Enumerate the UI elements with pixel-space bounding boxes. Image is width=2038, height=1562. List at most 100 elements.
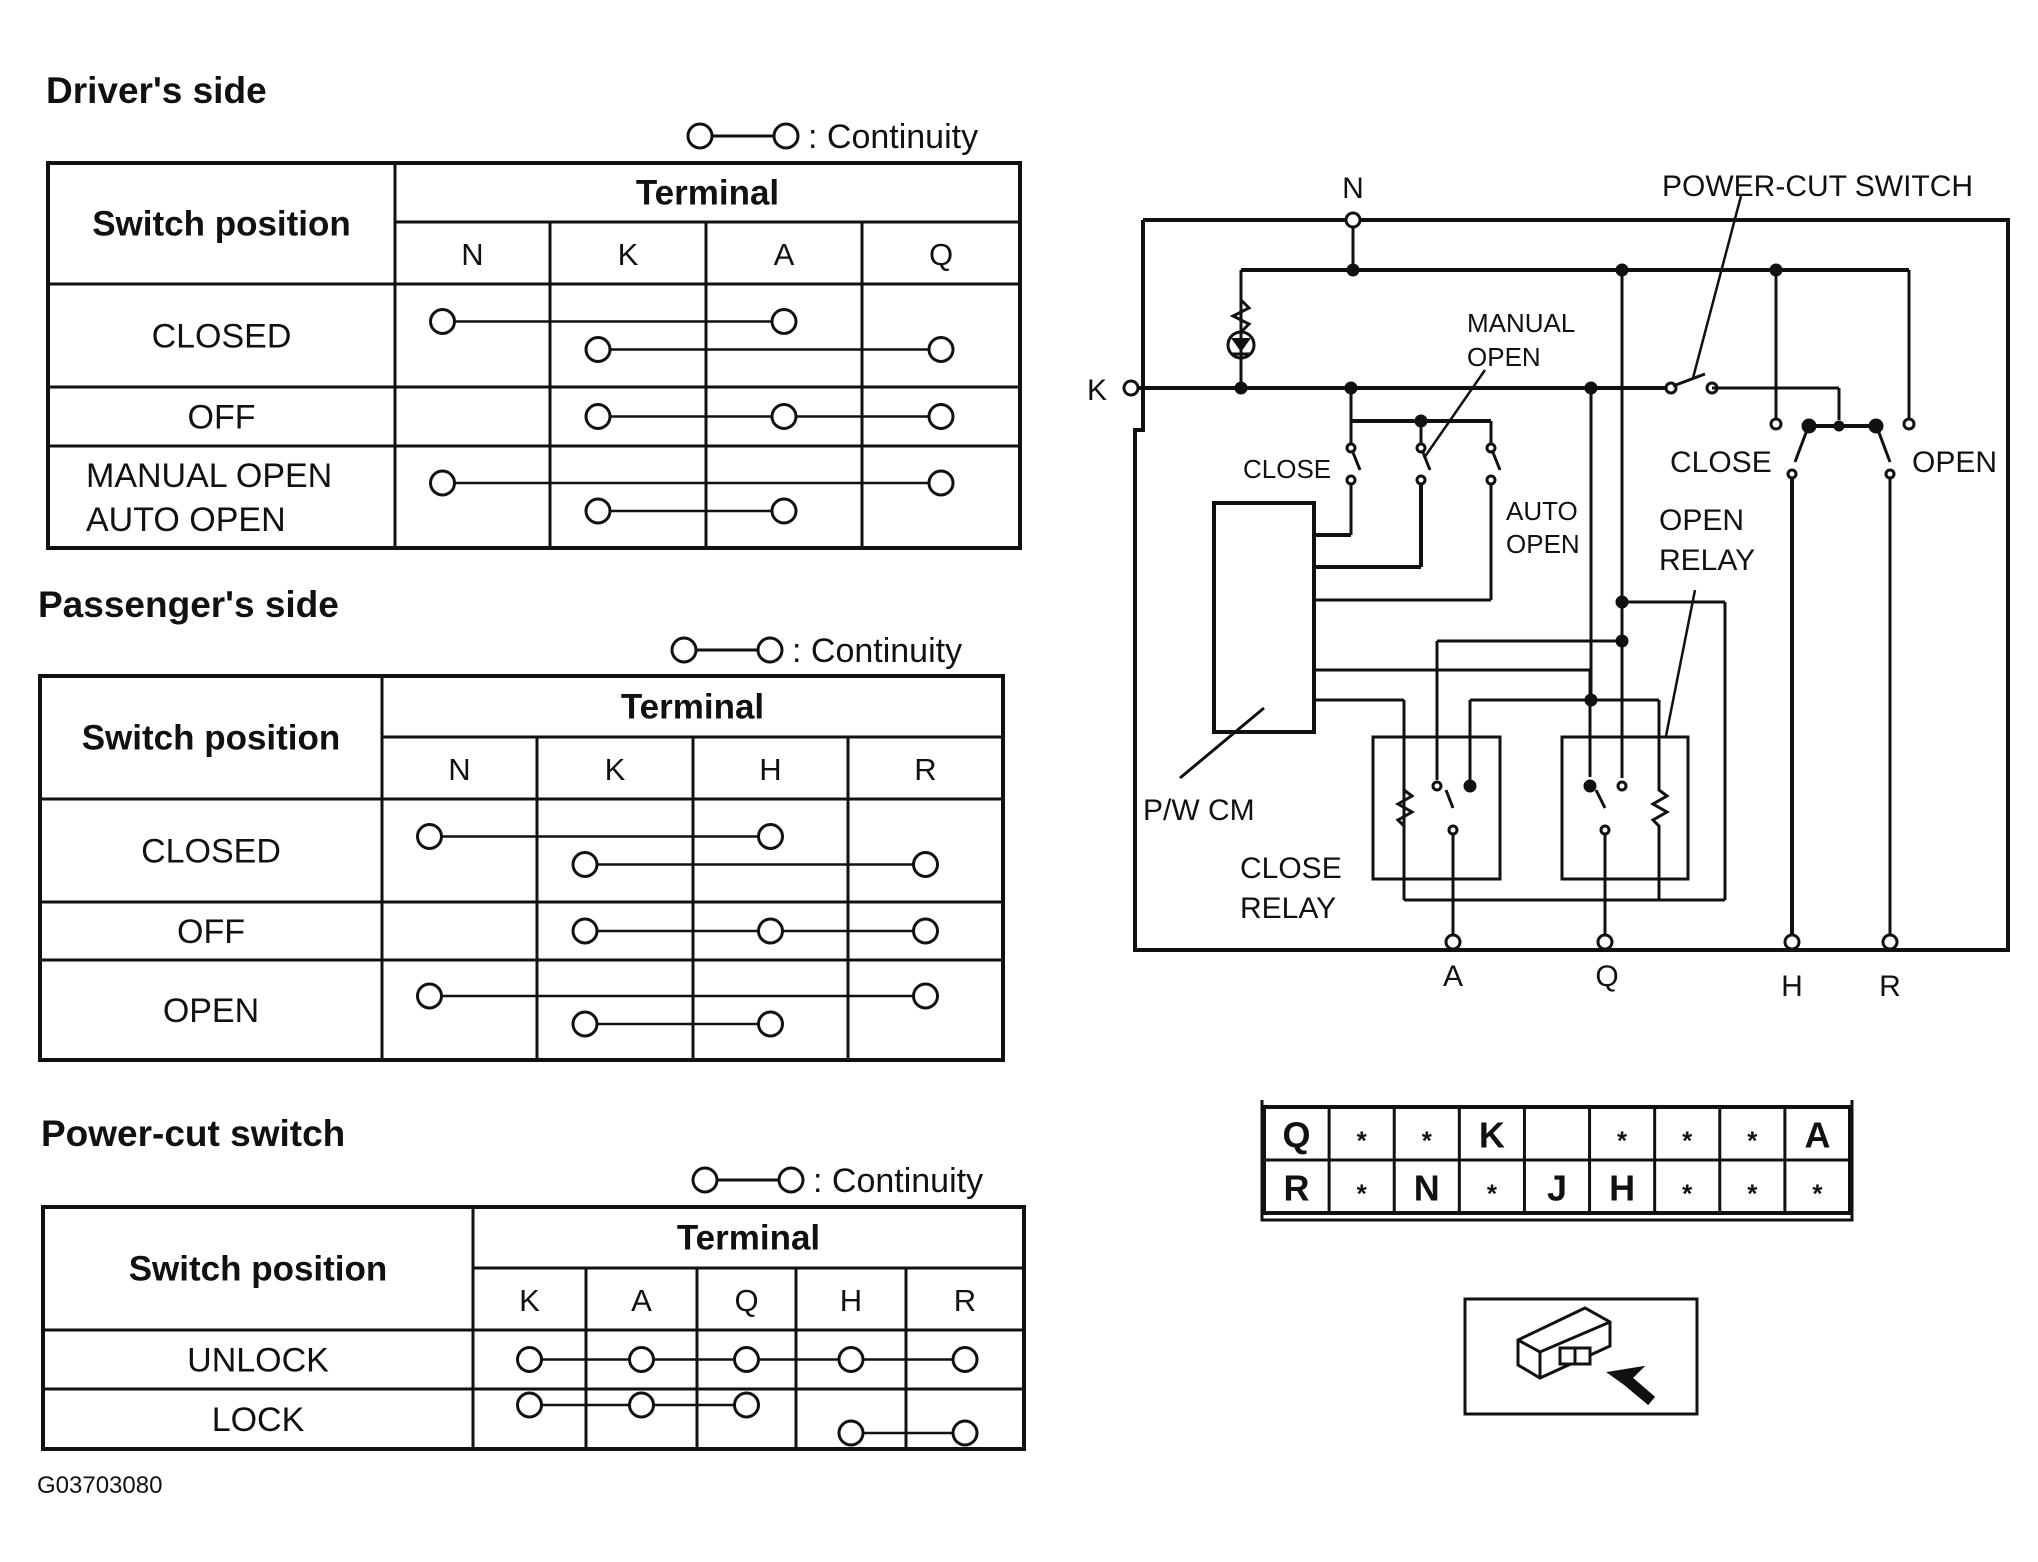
continuity-terminal-dot xyxy=(837,1419,865,1447)
continuity-terminal-dot xyxy=(628,1391,655,1419)
continuity-terminal-dot xyxy=(927,469,955,497)
switch-position-label: OFF xyxy=(177,913,245,951)
continuity-link xyxy=(571,1010,784,1038)
switch-position-header: Switch position xyxy=(82,719,341,758)
continuity-link xyxy=(416,982,939,1010)
legend-text: : Continuity xyxy=(813,1162,983,1200)
continuity-terminal-dot xyxy=(571,917,599,945)
connector-pin: * xyxy=(1422,1126,1433,1156)
switch-position-label: CLOSED xyxy=(152,318,292,356)
continuity-terminal-dot xyxy=(757,823,784,850)
continuity-link xyxy=(429,469,955,497)
terminal-h-circle xyxy=(1783,933,1801,951)
close-relay-label-2: RELAY xyxy=(1240,892,1336,925)
led-symbol xyxy=(1226,330,1256,360)
close-relay-box xyxy=(1371,735,1502,881)
continuity-terminal-dot xyxy=(733,1346,760,1373)
switch-position-header: Switch position xyxy=(92,205,351,244)
terminal-k-circle xyxy=(1122,379,1140,397)
close-relay-label: CLOSE xyxy=(1240,852,1342,885)
continuity-terminal-dot xyxy=(429,308,456,335)
manual-open-label: MANUAL xyxy=(1467,308,1575,338)
switch-position-label: LOCK xyxy=(212,1401,305,1439)
continuity-terminal-dot xyxy=(770,497,798,525)
connector-pin: K xyxy=(1479,1115,1505,1156)
table-border xyxy=(38,674,1005,1062)
continuity-terminal-dot xyxy=(571,1010,599,1038)
schematic-frame xyxy=(1133,218,2010,952)
led-resistor xyxy=(1229,298,1252,334)
open-relay-label: OPEN xyxy=(1659,504,1744,537)
continuity-terminal-dot xyxy=(571,851,599,878)
continuity-terminal-dot xyxy=(429,469,456,497)
terminal-column-label: K xyxy=(519,1283,540,1318)
connector-pin: * xyxy=(1682,1179,1693,1209)
figure-code: G03703080 xyxy=(37,1472,162,1499)
open-relay-label-2: RELAY xyxy=(1659,544,1755,577)
switch-position-label: MANUAL OPEN xyxy=(86,457,332,495)
terminal-header: Terminal xyxy=(621,688,764,727)
switch-position-label: CLOSED xyxy=(141,833,281,871)
close-relay-coil xyxy=(1394,780,1416,836)
continuity-terminal-dot xyxy=(733,1391,760,1419)
switch-connector-icon xyxy=(1463,1297,1699,1416)
close-contact-label: CLOSE xyxy=(1670,446,1772,479)
terminal-column-label: A xyxy=(631,1283,652,1318)
continuity-link xyxy=(516,1346,979,1373)
continuity-terminal-dot xyxy=(837,1346,865,1373)
table-title: Power-cut switch xyxy=(41,1113,345,1154)
terminal-header: Terminal xyxy=(636,174,779,213)
pw-cm-box xyxy=(1212,501,1316,734)
legend-text: : Continuity xyxy=(808,118,978,156)
switch-position-header: Switch position xyxy=(129,1250,388,1289)
connector-pin: * xyxy=(1747,1179,1758,1209)
continuity-legend: : Continuity xyxy=(686,118,978,156)
connector-pin: * xyxy=(1747,1126,1758,1156)
table-title: Driver's side xyxy=(46,70,267,111)
manual-open-label-2: OPEN xyxy=(1467,342,1541,372)
connector-pin: Q xyxy=(1283,1115,1311,1156)
connector-pin: * xyxy=(1357,1179,1368,1209)
schematic-labels: N K A Q H R POWER-CUT SWITCH MANUAL OPEN… xyxy=(1087,170,1997,1003)
connector-pin: R xyxy=(1284,1168,1310,1209)
continuity-link xyxy=(584,403,955,430)
connector-pin: * xyxy=(1487,1179,1498,1209)
switch-position-label: UNLOCK xyxy=(187,1342,329,1380)
continuity-link xyxy=(416,823,784,850)
continuity-terminal-dot xyxy=(912,917,939,945)
terminal-q-label: Q xyxy=(1595,960,1618,993)
continuity-link xyxy=(837,1419,979,1447)
connector-pin: A xyxy=(1804,1115,1830,1156)
switch-position-label: OPEN xyxy=(163,992,259,1030)
continuity-terminal-dot xyxy=(416,823,443,850)
switch-position-label: OFF xyxy=(188,399,256,437)
continuity-link xyxy=(571,851,939,878)
continuity-legend: : Continuity xyxy=(670,632,962,670)
legend-text: : Continuity xyxy=(792,632,962,670)
continuity-terminal-dot xyxy=(516,1346,543,1373)
terminal-k-label: K xyxy=(1087,374,1107,407)
terminal-a-circle xyxy=(1444,933,1462,951)
terminal-column-label: R xyxy=(914,752,936,787)
connector-pin: * xyxy=(1617,1126,1628,1156)
terminal-n-label: N xyxy=(1342,172,1364,205)
table-border xyxy=(46,161,1022,550)
table-title: Passenger's side xyxy=(38,584,339,625)
continuity-terminal-dot xyxy=(951,1419,979,1447)
continuity-terminal-dot xyxy=(770,308,798,335)
open-contact-label: OPEN xyxy=(1912,446,1997,479)
terminal-r-label: R xyxy=(1879,970,1901,1003)
terminal-column-label: H xyxy=(759,752,781,787)
terminal-column-label: N xyxy=(461,237,483,272)
connector-pin: * xyxy=(1812,1179,1823,1209)
continuity-terminal-dot xyxy=(951,1346,979,1373)
continuity-terminal-dot xyxy=(770,403,798,430)
power-cut-switch-label: POWER-CUT SWITCH xyxy=(1662,170,1973,203)
terminal-column-label: Q xyxy=(734,1283,758,1318)
terminal-column-label: A xyxy=(774,237,795,272)
connector-pin: * xyxy=(1682,1126,1693,1156)
